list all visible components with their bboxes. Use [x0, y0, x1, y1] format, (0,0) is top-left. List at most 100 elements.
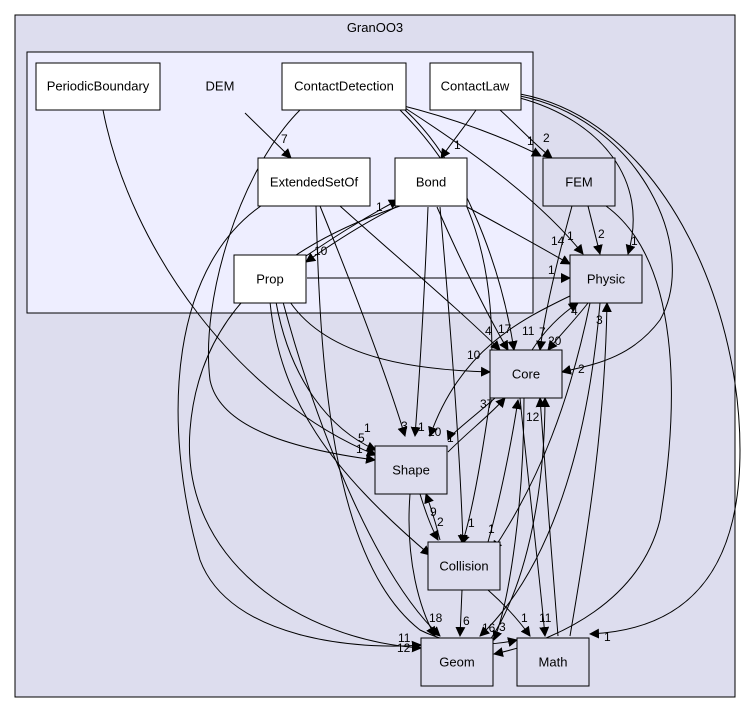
edge-label: 1 [488, 522, 495, 536]
edge-label: 4 [571, 304, 578, 318]
node-label: Collision [439, 559, 488, 574]
cluster-title: GranOO3 [347, 20, 403, 35]
edge-core-physic [531, 302, 579, 351]
edge-math-physic [569, 302, 612, 637]
edge-geom-core [489, 397, 550, 641]
node-contact-law[interactable]: ContactLaw [429, 62, 522, 111]
node-core[interactable]: Core [489, 349, 563, 399]
edge-math-core [535, 397, 559, 637]
edge-label: 11 [539, 611, 552, 625]
edge-label: 20 [428, 425, 442, 439]
edge-label: 16 [482, 621, 496, 635]
node-bond[interactable]: Bond [394, 157, 468, 207]
edge-shape-collision [419, 493, 439, 541]
node-label: ExtendedSetOf [270, 175, 359, 190]
edge-fem-physic [587, 205, 603, 255]
edge-physic-geom [479, 302, 601, 637]
edge-physic-shape [428, 294, 573, 437]
edge-label: 1 [527, 134, 534, 148]
node-label: Math [539, 655, 568, 670]
node-math[interactable]: Math [516, 637, 590, 687]
edge-label: 1 [356, 442, 363, 456]
node-label: DEM [206, 79, 235, 94]
edge-bond-core [436, 206, 509, 351]
edge-label: 7 [539, 325, 546, 339]
edge-label: 1 [454, 138, 461, 152]
edge-label: 2 [543, 131, 550, 145]
edge-contactlaw-physic [519, 97, 636, 255]
edge-label: 10 [314, 244, 328, 258]
edge-label: 20 [548, 334, 562, 348]
node-periodic-boundary[interactable]: PeriodicBoundary [35, 62, 161, 111]
node-extended-set-of[interactable]: ExtendedSetOf [257, 157, 371, 207]
node-collision[interactable]: Collision [427, 541, 501, 591]
edge-label: 18 [429, 611, 443, 625]
edge-contactdetection-core [404, 109, 518, 351]
edge-label: 11 [398, 631, 411, 645]
edge-label: 17 [498, 322, 512, 336]
node-label: Physic [587, 272, 626, 287]
node-label: PeriodicBoundary [47, 79, 150, 94]
edge-prop-bond [305, 199, 399, 257]
node-shape[interactable]: Shape [374, 445, 448, 495]
edge-label: 9 [430, 505, 437, 519]
nodes: PeriodicBoundary DEM ContactDetection Co… [35, 62, 643, 687]
edge-label: 3 [499, 620, 506, 634]
edge-extendedsetof-geom [177, 199, 422, 651]
node-label: Bond [416, 175, 446, 190]
edge-core-shape [446, 397, 496, 441]
edge-contactdetection-fem [399, 104, 542, 157]
edge-prop-shape [275, 301, 377, 451]
node-geom[interactable]: Geom [420, 637, 494, 687]
edge-bond-physic [466, 206, 571, 265]
edge-label: 1 [631, 234, 638, 248]
edge-periodicboundary-shape [102, 109, 377, 457]
edge-label: 3 [596, 313, 603, 327]
edge-label: 14 [551, 234, 565, 248]
edge-label: 1 [567, 229, 574, 243]
edge-core-math [519, 397, 550, 637]
node-physic[interactable]: Physic [569, 254, 643, 304]
edge-collision-shape [424, 493, 441, 541]
edge-bond-collision [439, 206, 468, 545]
edge-collision-geom [455, 589, 466, 637]
edge-label: 37 [480, 397, 494, 411]
edge-contactlaw-core [519, 95, 673, 375]
edge-dem-extendedsetof [244, 112, 292, 159]
edge-fem-geom [493, 205, 672, 658]
edge-physic-collision [492, 302, 591, 551]
edge-shape-geom [408, 493, 436, 637]
node-label: Core [512, 367, 540, 382]
node-fem[interactable]: FEM [542, 157, 616, 207]
edge-label: 2 [598, 227, 605, 241]
edge-prop-core [289, 301, 491, 377]
edge-label: 1 [418, 420, 425, 434]
edge-contactlaw-bond [440, 109, 477, 159]
edge-label: 1 [604, 630, 611, 644]
edge-bond-prop [305, 206, 397, 263]
edge-contactdetection-shape [207, 109, 376, 464]
node-contact-detection[interactable]: ContactDetection [281, 62, 407, 111]
node-prop[interactable]: Prop [233, 254, 307, 304]
edge-prop-collision [269, 301, 431, 556]
node-label: FEM [565, 175, 592, 190]
edge-label: 10 [467, 348, 481, 362]
edge-contactlaw-math [519, 93, 741, 639]
node-dem: DEM [206, 79, 235, 94]
node-label: ContactDetection [294, 79, 394, 94]
edges [102, 93, 741, 658]
node-label: Prop [256, 272, 283, 287]
edge-label: 2 [578, 362, 585, 376]
edge-label: 11 [522, 324, 535, 338]
edge-label: 1 [376, 200, 383, 214]
edge-label: 3 [401, 419, 408, 433]
edge-contactdetection-physic [404, 107, 584, 255]
node-label: ContactLaw [441, 79, 510, 94]
edge-collision-core [487, 399, 522, 543]
edge-label: 12 [526, 410, 540, 424]
edge-label: 7 [281, 132, 288, 146]
edge-label: 6 [463, 614, 470, 628]
edge-label: 1 [364, 421, 371, 435]
node-label: Geom [439, 655, 474, 670]
edge-label: 2 [437, 515, 444, 529]
